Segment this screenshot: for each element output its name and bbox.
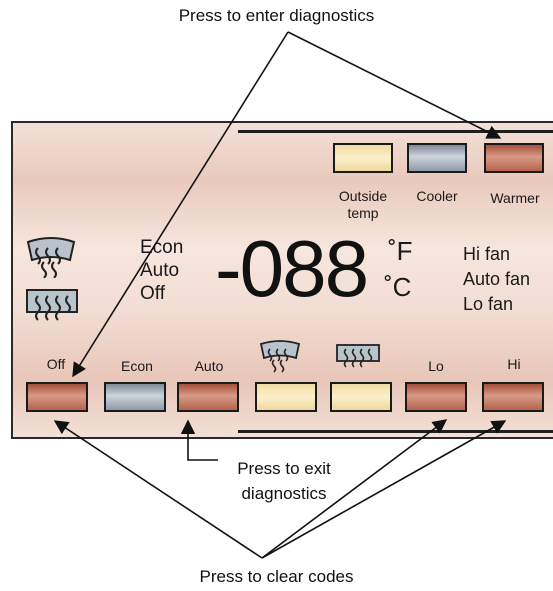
mode-off-indicator: Off <box>140 283 165 304</box>
front-defrost-indicator-icon <box>26 237 76 278</box>
fan-auto-indicator: Auto fan <box>463 269 531 289</box>
auto-button[interactable] <box>177 382 239 412</box>
off-button[interactable] <box>26 382 88 412</box>
rear-defrost-icon <box>336 344 380 368</box>
outside-temp-label: Outside temp <box>328 188 398 222</box>
mode-auto-indicator: Auto <box>140 260 180 281</box>
panel-bottom-rule <box>238 430 553 433</box>
outside-temp-label-line1: Outside <box>338 188 388 204</box>
warmer-button[interactable] <box>484 143 544 173</box>
unit-celsius: ˚C <box>384 272 412 302</box>
rear-defrost-button[interactable] <box>330 382 392 412</box>
callout-exit-diagnostics: Press to exit diagnostics <box>222 456 346 506</box>
front-defrost-button[interactable] <box>255 382 317 412</box>
rear-defrost-indicator-icon <box>26 289 78 321</box>
hi-fan-button[interactable] <box>482 382 544 412</box>
cooler-button[interactable] <box>407 143 467 173</box>
fan-lo-indicator: Lo fan <box>463 294 514 314</box>
econ-label: Econ <box>121 358 153 374</box>
lo-fan-button[interactable] <box>405 382 467 412</box>
front-defrost-icon <box>259 340 301 373</box>
hi-label: Hi <box>507 356 521 372</box>
leader-enter-to-off <box>72 31 289 378</box>
leader-clear-to-lo <box>261 419 448 559</box>
warmer-label: Warmer <box>490 190 540 206</box>
temperature-readout: -088 <box>215 224 369 313</box>
callout-enter-diagnostics: Press to enter diagnostics <box>178 6 375 25</box>
callout-clear-codes: Press to clear codes <box>199 567 354 586</box>
fan-hi-indicator: Hi fan <box>463 244 511 264</box>
outside-temp-button[interactable] <box>333 143 393 173</box>
off-label: Off <box>46 356 66 372</box>
callout-exit-line1: Press to exit <box>237 459 331 478</box>
lo-label: Lo <box>428 358 444 374</box>
callout-exit-line2: diagnostics <box>241 484 327 503</box>
leader-enter-to-warmer <box>287 31 502 139</box>
panel-top-rule <box>238 130 553 133</box>
leader-clear-to-off <box>53 420 263 559</box>
leader-exit-to-auto <box>180 419 218 461</box>
auto-label: Auto <box>194 358 224 374</box>
outside-temp-label-line2: temp <box>347 205 379 221</box>
leader-clear-to-hi <box>261 420 507 559</box>
unit-fahrenheit: ˚F <box>388 236 413 266</box>
econ-button[interactable] <box>104 382 166 412</box>
cooler-label: Cooler <box>416 188 458 204</box>
